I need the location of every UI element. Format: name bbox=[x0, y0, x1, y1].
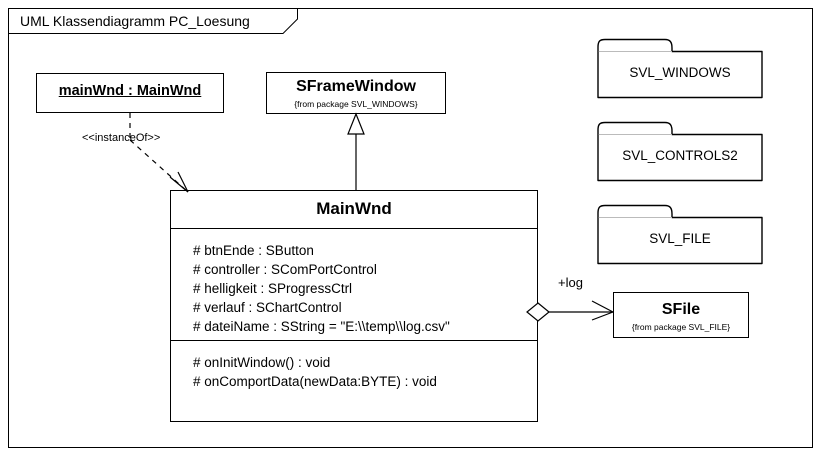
folder-icon bbox=[597, 38, 763, 99]
class-box-mainwnd[interactable]: MainWnd # btnEnde : SButton # controller… bbox=[170, 190, 538, 422]
class-attributes-compartment: # btnEnde : SButton # controller : SComP… bbox=[171, 229, 537, 341]
package-svl-file[interactable]: SVL_FILE bbox=[597, 203, 763, 265]
class-name-sfile: SFile bbox=[661, 301, 701, 318]
operation-row: # onInitWindow() : void bbox=[193, 355, 331, 370]
object-box-mainwnd-instance[interactable]: mainWnd : MainWnd bbox=[36, 73, 224, 113]
package-svl-windows[interactable]: SVL_WINDOWS bbox=[597, 37, 763, 99]
class-name-mainwnd: MainWnd bbox=[316, 199, 392, 218]
class-package-note-sfile: {from package SVL_FILE} bbox=[631, 322, 731, 332]
package-svl-controls2[interactable]: SVL_CONTROLS2 bbox=[597, 120, 763, 182]
folder-icon bbox=[597, 204, 763, 265]
class-box-sframewindow[interactable]: SFrameWindow {from package SVL_WINDOWS} bbox=[266, 72, 446, 114]
relationship-label-log: +log bbox=[558, 275, 583, 290]
class-operations-compartment: # onInitWindow() : void # onComportData(… bbox=[171, 341, 537, 421]
diagram-title: UML Klassendiagramm PC_Loesung bbox=[20, 13, 250, 29]
package-name-label: SVL_FILE bbox=[649, 231, 711, 246]
frame-tab-shape bbox=[8, 8, 298, 34]
attribute-row: # controller : SComPortControl bbox=[193, 262, 377, 277]
class-name-sframewindow: SFrameWindow bbox=[296, 78, 416, 95]
folder-icon bbox=[597, 121, 763, 182]
operation-row: # onComportData(newData:BYTE) : void bbox=[193, 374, 437, 389]
class-header-mainwnd: MainWnd bbox=[171, 191, 537, 229]
package-name-label: SVL_WINDOWS bbox=[629, 65, 731, 80]
diagram-frame-tab: UML Klassendiagramm PC_Loesung bbox=[8, 8, 298, 34]
attribute-row: # dateiName : SString = "E:\\temp\\log.c… bbox=[193, 319, 450, 334]
attribute-row: # helligkeit : SProgressCtrl bbox=[193, 281, 353, 296]
package-name-label: SVL_CONTROLS2 bbox=[622, 148, 738, 163]
class-package-note-sframewindow: {from package SVL_WINDOWS} bbox=[294, 99, 418, 109]
class-box-sfile[interactable]: SFile {from package SVL_FILE} bbox=[613, 292, 749, 338]
diagram-frame bbox=[8, 8, 813, 448]
relationship-label-instanceof: <<instanceOf>> bbox=[82, 132, 161, 144]
attribute-row: # verlauf : SChartControl bbox=[193, 300, 342, 315]
object-name-label: mainWnd : MainWnd bbox=[58, 83, 202, 99]
attribute-row: # btnEnde : SButton bbox=[193, 243, 314, 258]
